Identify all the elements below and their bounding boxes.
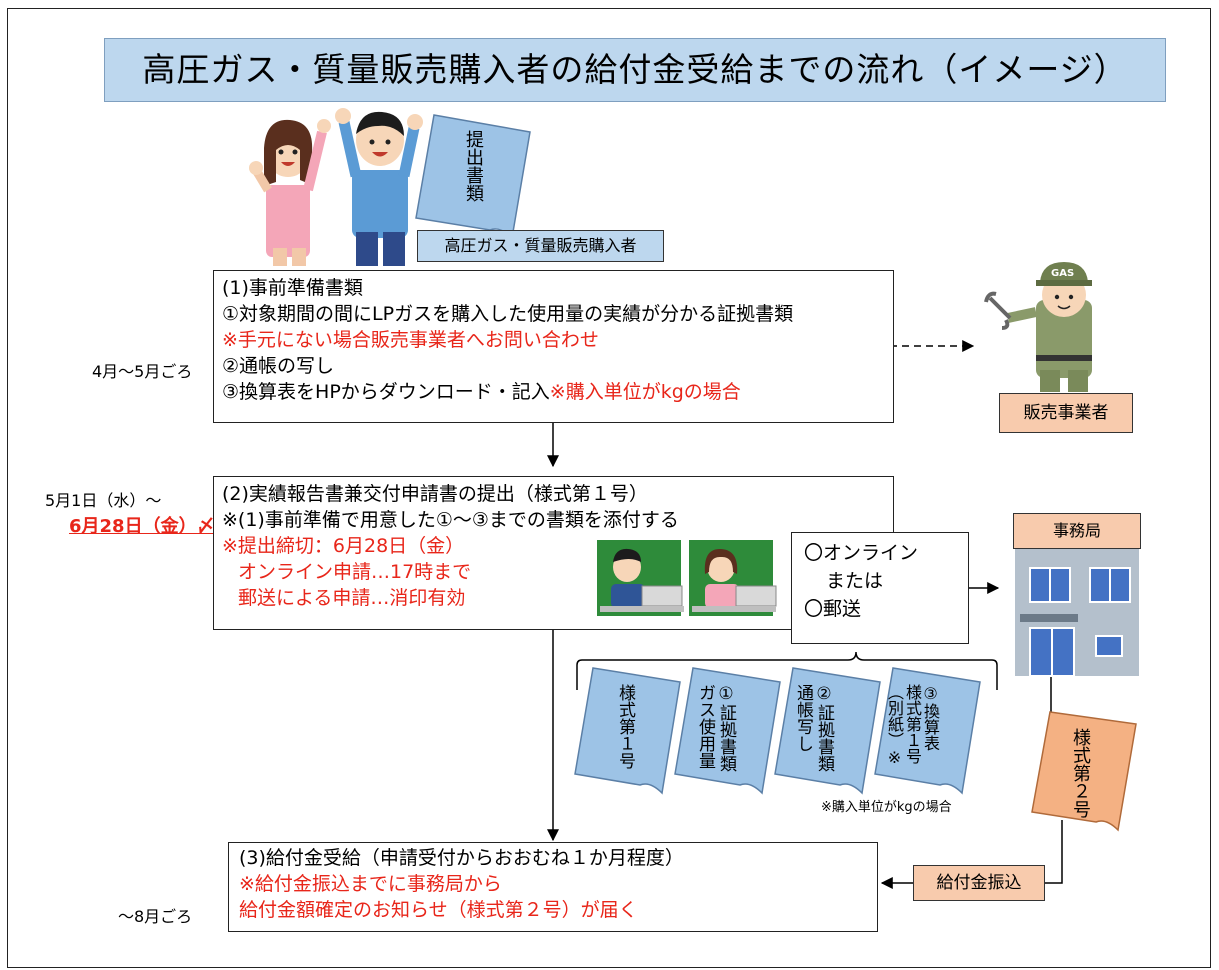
method-post: 〇郵送 — [804, 598, 862, 620]
submission-method-box: 〇オンライン または 〇郵送 — [791, 532, 969, 644]
doc-evidence-gas-icon — [674, 667, 781, 795]
office-label: 事務局 — [1013, 513, 1141, 549]
doc-conversion-table-icon — [874, 667, 981, 795]
dealer-label: 販売事業者 — [999, 393, 1133, 433]
person-at-pc-2 — [689, 540, 777, 616]
doc-evidence-gas-label: ①証拠書類 ガス使用量 — [695, 684, 736, 772]
step1-box: (1)事前準備書類 ①対象期間の間にLPガスを購入した使用量の実績が分かる証拠書… — [213, 270, 894, 423]
step1-line3: ②通帳の写し — [222, 355, 335, 377]
doc-evidence-bankbook-label: ②証拠書類 通帳写し — [793, 684, 834, 772]
step1-line2: ※手元にない場合販売事業者へお問い合わせ — [222, 329, 599, 351]
step3-box: (3)給付金受給（申請受付からおおむね１か月程度） ※給付金振込までに事務局から… — [228, 842, 878, 932]
step1-line1: ①対象期間の間にLPガスを購入した使用量の実績が分かる証拠書類 — [222, 303, 794, 325]
page-title: 高圧ガス・質量販売購入者の給付金受給までの流れ（イメージ） — [104, 38, 1166, 102]
step3-heading: (3)給付金受給（申請受付からおおむね１か月程度） — [239, 847, 684, 869]
step2-heading: (2)実績報告書兼交付申請書の提出（様式第１号） — [222, 483, 648, 505]
form2-label: 様式第２号 — [1070, 728, 1091, 818]
doc-conversion-table-label: ③換算表 様式第１号 （別紙）※ — [885, 684, 940, 767]
transfer-label: 給付金振込 — [913, 865, 1045, 901]
step2-line2: ※提出締切：6月28日（金） — [222, 535, 465, 557]
purchaser-label: 高圧ガス・質量販売購入者 — [417, 230, 664, 262]
method-or: または — [826, 570, 884, 592]
step1-heading: (1)事前準備書類 — [222, 277, 363, 299]
step2-line3: オンライン申請…17時まで — [238, 561, 472, 583]
step1-period: 4月～5月ごろ — [92, 362, 193, 381]
step2-line4: 郵送による申請…消印有効 — [238, 587, 466, 609]
docs-note: ※購入単位がkgの場合 — [821, 800, 952, 815]
doc-form1-label: 様式第１号 — [615, 684, 635, 769]
doc-form2-icon — [1031, 711, 1137, 832]
step1-line4-note: ※購入単位がkgの場合 — [549, 381, 741, 403]
doc-form1-icon — [574, 667, 681, 795]
step2-line1: ※(1)事前準備で用意した①～③までの書類を添付する — [222, 509, 679, 531]
svg-text:GAS: GAS — [1051, 268, 1074, 279]
step3-line1: ※給付金振込までに事務局から — [239, 873, 502, 895]
step2-box: (2)実績報告書兼交付申請書の提出（様式第１号） ※(1)事前準備で用意した①～… — [213, 476, 894, 630]
step2-period-start: 5月1日（水）～ — [45, 491, 162, 510]
brace-documents — [576, 651, 998, 690]
man-figure — [335, 108, 423, 266]
submit-document-label: 提出書類 — [463, 130, 484, 202]
person-at-pc-1 — [597, 540, 684, 616]
doc-evidence-bankbook-icon — [774, 667, 881, 795]
woman-figure — [249, 119, 331, 266]
step3-period: ～8月ごろ — [118, 907, 193, 926]
step2-period-end: 6月28日（金）〆 — [69, 516, 215, 537]
step1-line4: ③換算表をHPからダウンロード・記入 — [222, 381, 550, 403]
method-online: 〇オンライン — [804, 542, 919, 564]
step3-line2: 給付金額確定のお知らせ（様式第２号）が届く — [239, 899, 638, 921]
page-frame — [7, 8, 1211, 968]
